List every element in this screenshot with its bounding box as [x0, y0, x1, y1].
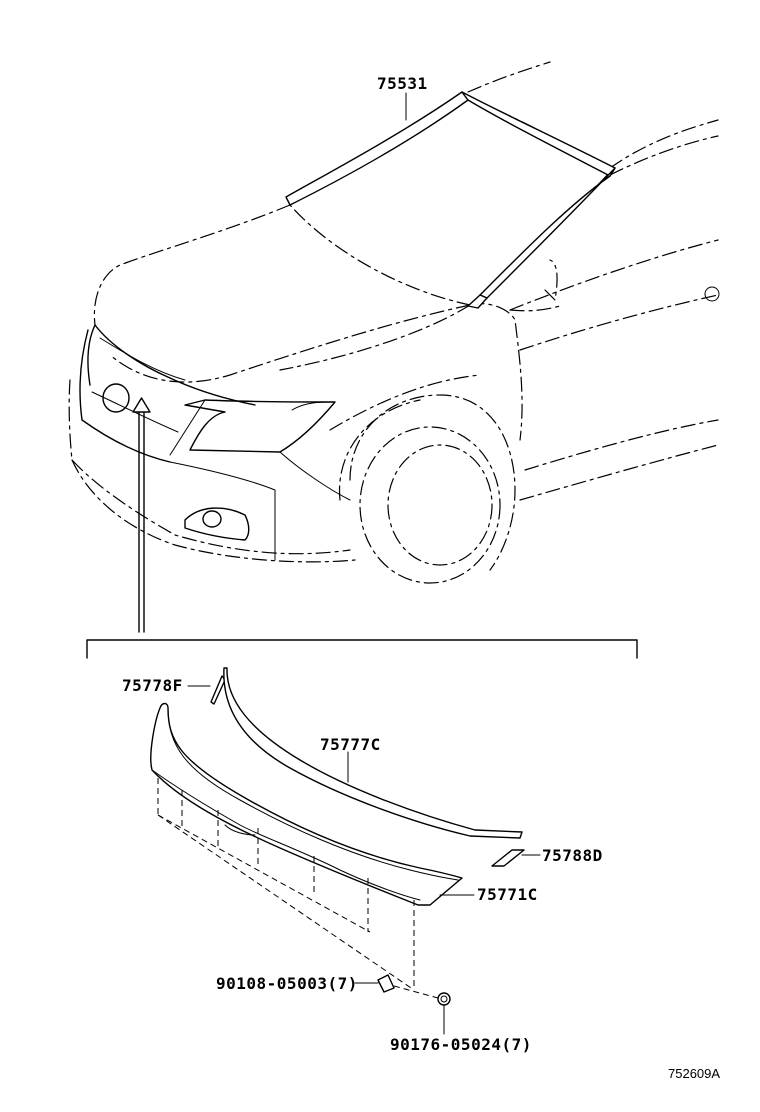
callout-90108: 90108-05003(7)	[216, 974, 358, 993]
callout-75788d: 75788D	[542, 846, 603, 865]
callout-75771c: 75771C	[477, 885, 538, 904]
pointer-arrow	[132, 397, 151, 633]
leader-lines	[187, 92, 541, 1035]
callout-75531: 75531	[377, 74, 428, 93]
hood-molding-detail	[150, 667, 525, 1006]
detail-bracket	[86, 639, 638, 659]
windshield-molding	[285, 91, 616, 309]
callout-75777c: 75777C	[320, 735, 381, 754]
callout-90176: 90176-05024(7)	[390, 1035, 532, 1054]
diagram-reference-code: 752609A	[668, 1066, 720, 1081]
callout-75778f: 75778F	[122, 676, 183, 695]
